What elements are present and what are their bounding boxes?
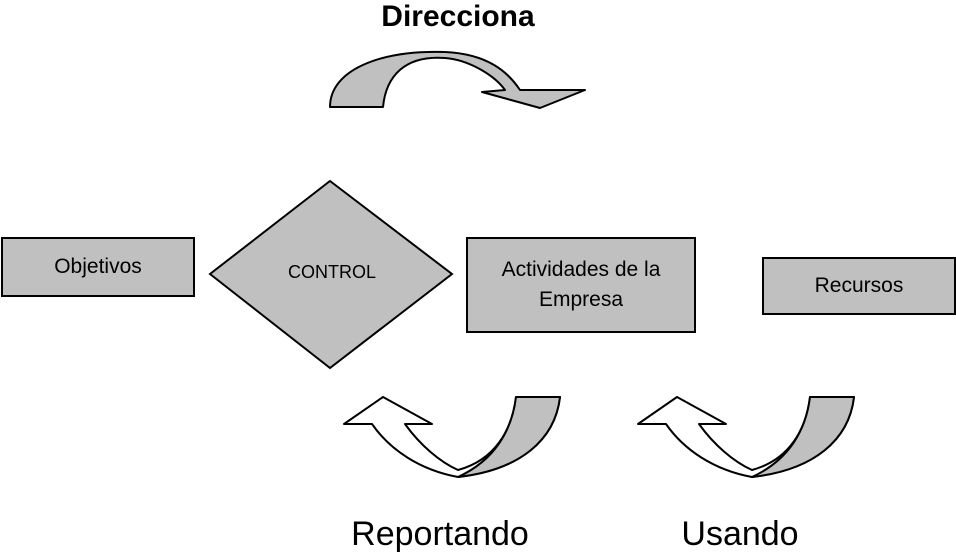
- reportando-arrow: [343, 396, 561, 478]
- diagram-title: Direcciona: [381, 0, 535, 33]
- objetivos-box: Objetivos: [1, 237, 195, 297]
- recursos-box: Recursos: [762, 257, 956, 315]
- actividades-box: Actividades de la Empresa: [466, 237, 696, 333]
- control-label: CONTROL: [287, 262, 376, 282]
- reportando-label: Reportando: [351, 515, 529, 553]
- recursos-label: Recursos: [814, 274, 904, 297]
- usando-label: Usando: [681, 515, 799, 553]
- objetivos-label: Objetivos: [54, 255, 142, 278]
- direcciona-arrow: [329, 50, 586, 109]
- control-diamond: [208, 179, 454, 370]
- usando-arrow: [637, 396, 855, 478]
- actividades-label: Actividades de la Empresa: [501, 258, 661, 311]
